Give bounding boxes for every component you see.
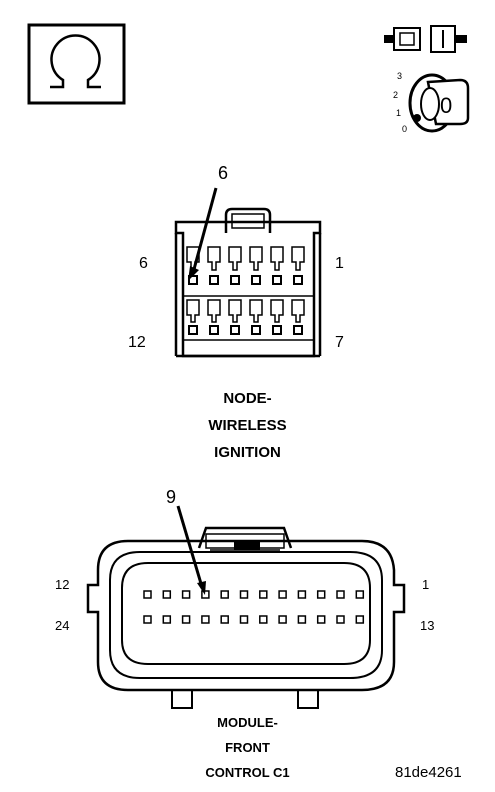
caption-line-2: FRONT (225, 740, 270, 755)
cavity (355, 615, 365, 624)
ohmmeter-icon (27, 23, 126, 105)
cavity-terminal (291, 299, 305, 323)
cavity-opening (253, 327, 259, 333)
cavity (297, 590, 307, 599)
caption-line-1: MODULE- (217, 715, 278, 730)
cavity-terminal (270, 299, 284, 323)
connector-disconnected-icon (384, 25, 467, 53)
cavity (278, 615, 287, 624)
module-front-control-caption: MODULE- FRONT CONTROL C1 (0, 710, 495, 785)
cavity-opening (211, 277, 217, 283)
caption-line-2: WIRELESS (208, 417, 287, 434)
module-pin-label-bottom-right: 13 (420, 618, 435, 633)
cavity-opening (232, 277, 238, 283)
node-wireless-ignition-caption: NODE- WIRELESS IGNITION (0, 385, 495, 466)
cavity-terminal (207, 299, 221, 323)
module-front-control-connector (86, 526, 406, 709)
pin-6-callout-arrow (188, 187, 218, 281)
cavity-opening (295, 327, 301, 333)
node-pin-label-top-right: 1 (335, 255, 344, 272)
cavity-opening (295, 277, 301, 283)
cavity-opening (190, 277, 196, 283)
ignition-key-icon (408, 73, 470, 133)
ignition-position-2: 2 (393, 90, 399, 100)
cavity (355, 590, 365, 599)
module-pin-label-top-right: 1 (422, 577, 430, 592)
cavity (336, 590, 345, 599)
cavity-terminal (228, 299, 242, 323)
cavity (201, 590, 210, 599)
cavity (259, 590, 268, 599)
caption-line-1: NODE- (223, 390, 272, 407)
cavity (162, 590, 172, 599)
node-pin-label-bottom-left: 12 (128, 334, 146, 351)
cavity (239, 590, 249, 599)
cavity (316, 615, 326, 624)
cavity-terminal (249, 299, 263, 323)
caption-line-3: IGNITION (214, 444, 281, 461)
cavity-terminal (186, 299, 200, 323)
cavity (181, 590, 191, 599)
ignition-position-3: 3 (397, 71, 403, 81)
cavity (336, 615, 345, 624)
ignition-key-label: 0 (440, 93, 453, 118)
cavity-terminal (270, 246, 284, 271)
cavity-opening (253, 277, 259, 283)
cavity (220, 615, 229, 624)
node-wireless-ignition-connector (174, 207, 322, 358)
cavity (220, 590, 229, 599)
cavity (297, 615, 307, 624)
cavity-opening (274, 277, 280, 283)
cavity (162, 615, 172, 624)
pin-9-callout-arrow (176, 505, 206, 595)
figure-id: 81de4261 (395, 764, 462, 781)
node-callout-pin-number: 6 (218, 163, 229, 183)
caption-line-3: CONTROL C1 (205, 765, 290, 780)
cavity-opening (190, 327, 196, 333)
cavity-terminal (249, 246, 263, 271)
cavity (278, 590, 287, 599)
cavity-terminal (228, 246, 242, 271)
ignition-position-0: 0 (402, 124, 408, 134)
cavity-terminal (291, 246, 305, 271)
cavity-opening (232, 327, 238, 333)
node-pin-label-top-left: 6 (139, 255, 148, 272)
cavity-opening (274, 327, 280, 333)
cavity (239, 615, 249, 624)
module-pin-label-bottom-left: 24 (55, 618, 70, 633)
module-callout-pin-number: 9 (166, 487, 177, 507)
cavity (316, 590, 326, 599)
module-front-control-cavities (143, 590, 365, 624)
cavity (143, 615, 152, 624)
cavity (259, 615, 268, 624)
cavity-terminal (207, 246, 221, 271)
node-pin-label-bottom-right: 7 (335, 334, 344, 351)
cavity (201, 615, 210, 624)
node-wireless-ignition-cavities (186, 246, 305, 335)
cavity-opening (211, 327, 217, 333)
cavity (143, 590, 152, 599)
ignition-position-1: 1 (396, 108, 402, 118)
module-pin-label-top-left: 12 (55, 577, 70, 592)
cavity (181, 615, 191, 624)
